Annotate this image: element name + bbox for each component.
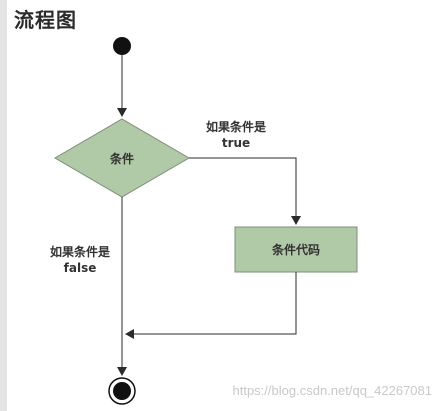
true-branch-label-line1: 如果条件是 [206, 119, 267, 134]
watermark-text: https://blog.csdn.net/qq_42267081 [233, 383, 433, 398]
arrow-true-branch [189, 157, 301, 225]
false-branch-label-line1: 如果条件是 [50, 244, 111, 259]
false-branch-label-line2: false [64, 261, 97, 275]
arrow-code-to-merge [125, 272, 297, 339]
start-node [113, 37, 131, 55]
page-title: 流程图 [14, 8, 77, 32]
condition-label: 条件 [109, 151, 134, 166]
true-branch-label-line2: true [222, 136, 250, 150]
conditional-code-label: 条件代码 [271, 242, 320, 257]
end-node [113, 382, 131, 400]
left-border [0, 0, 7, 411]
